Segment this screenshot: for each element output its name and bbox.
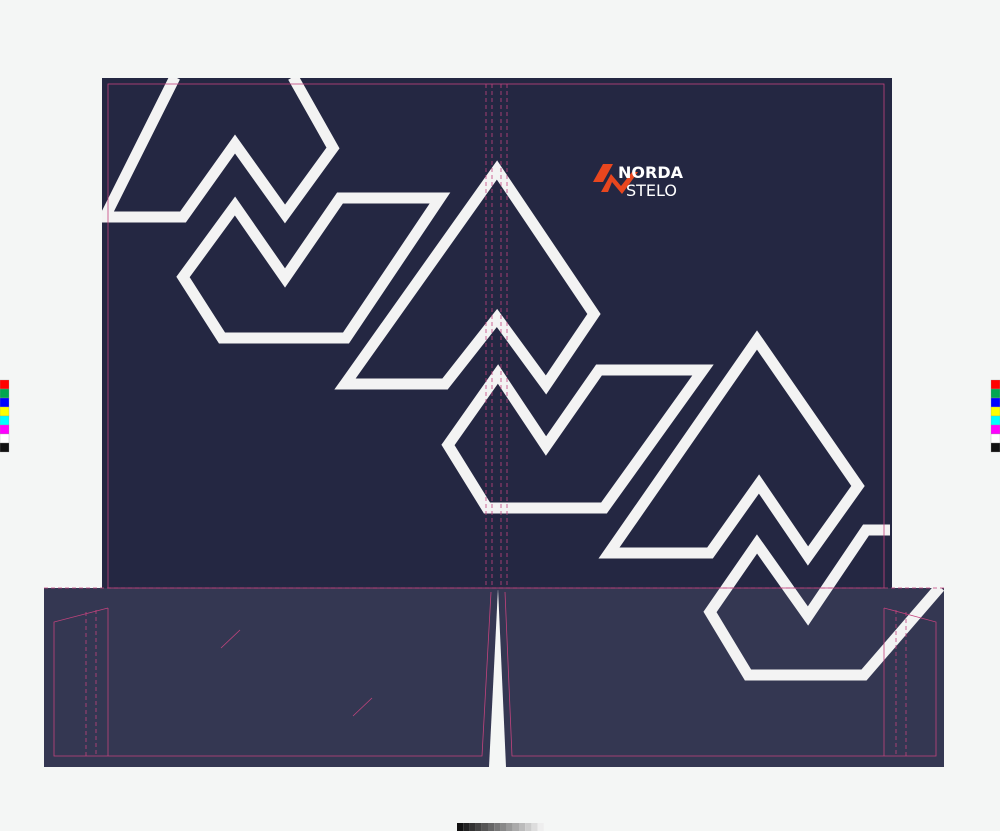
card-slot-2 bbox=[352, 697, 373, 717]
logo-line-2: STELO bbox=[626, 181, 677, 200]
pattern-chevron-3 bbox=[334, 160, 601, 395]
card-slot-1 bbox=[220, 629, 241, 649]
color-swatch bbox=[0, 424, 10, 435]
norda-stelo-logo-icon bbox=[593, 164, 638, 194]
gray-swatch bbox=[531, 823, 538, 831]
gray-swatch bbox=[506, 823, 513, 831]
pattern-chevron-5 bbox=[598, 330, 865, 566]
color-bar-right bbox=[990, 379, 1000, 453]
pattern-chevron-1 bbox=[96, 78, 340, 224]
color-swatch bbox=[990, 442, 1000, 453]
gray-swatch bbox=[463, 823, 470, 831]
gray-swatch bbox=[481, 823, 488, 831]
color-swatch bbox=[990, 433, 1000, 444]
gray-swatch bbox=[537, 823, 544, 831]
color-swatch bbox=[0, 388, 10, 399]
color-swatch bbox=[0, 406, 10, 417]
gray-swatch bbox=[475, 823, 482, 831]
right-pocket-guide bbox=[504, 591, 937, 757]
color-swatch bbox=[990, 379, 1000, 390]
gray-swatch bbox=[457, 823, 464, 831]
left-pocket-guide bbox=[53, 591, 492, 757]
color-swatch bbox=[0, 442, 10, 453]
gray-scale-bar bbox=[457, 823, 544, 831]
guide-lines bbox=[44, 83, 944, 757]
color-swatch bbox=[0, 433, 10, 444]
pattern-chevron-2 bbox=[176, 192, 451, 344]
color-bar-left bbox=[0, 379, 10, 453]
color-swatch bbox=[0, 379, 10, 390]
right-pocket bbox=[498, 588, 944, 767]
chevron-pattern bbox=[96, 78, 944, 681]
gray-swatch bbox=[519, 823, 526, 831]
color-swatch bbox=[990, 397, 1000, 408]
pattern-chevron-6 bbox=[703, 524, 944, 681]
gray-swatch bbox=[512, 823, 519, 831]
gray-swatch bbox=[488, 823, 495, 831]
color-swatch bbox=[990, 424, 1000, 435]
gray-swatch bbox=[494, 823, 501, 831]
color-swatch bbox=[0, 397, 10, 408]
gray-swatch bbox=[525, 823, 532, 831]
gray-swatch bbox=[500, 823, 507, 831]
color-swatch bbox=[990, 415, 1000, 426]
brand-logo: NORDA STELO bbox=[593, 163, 684, 200]
left-pocket bbox=[44, 588, 498, 767]
color-swatch bbox=[990, 406, 1000, 417]
logo-line-1: NORDA bbox=[618, 163, 684, 182]
color-swatch bbox=[990, 388, 1000, 399]
gray-swatch bbox=[469, 823, 476, 831]
pattern-chevron-4 bbox=[441, 364, 714, 514]
color-swatch bbox=[0, 415, 10, 426]
